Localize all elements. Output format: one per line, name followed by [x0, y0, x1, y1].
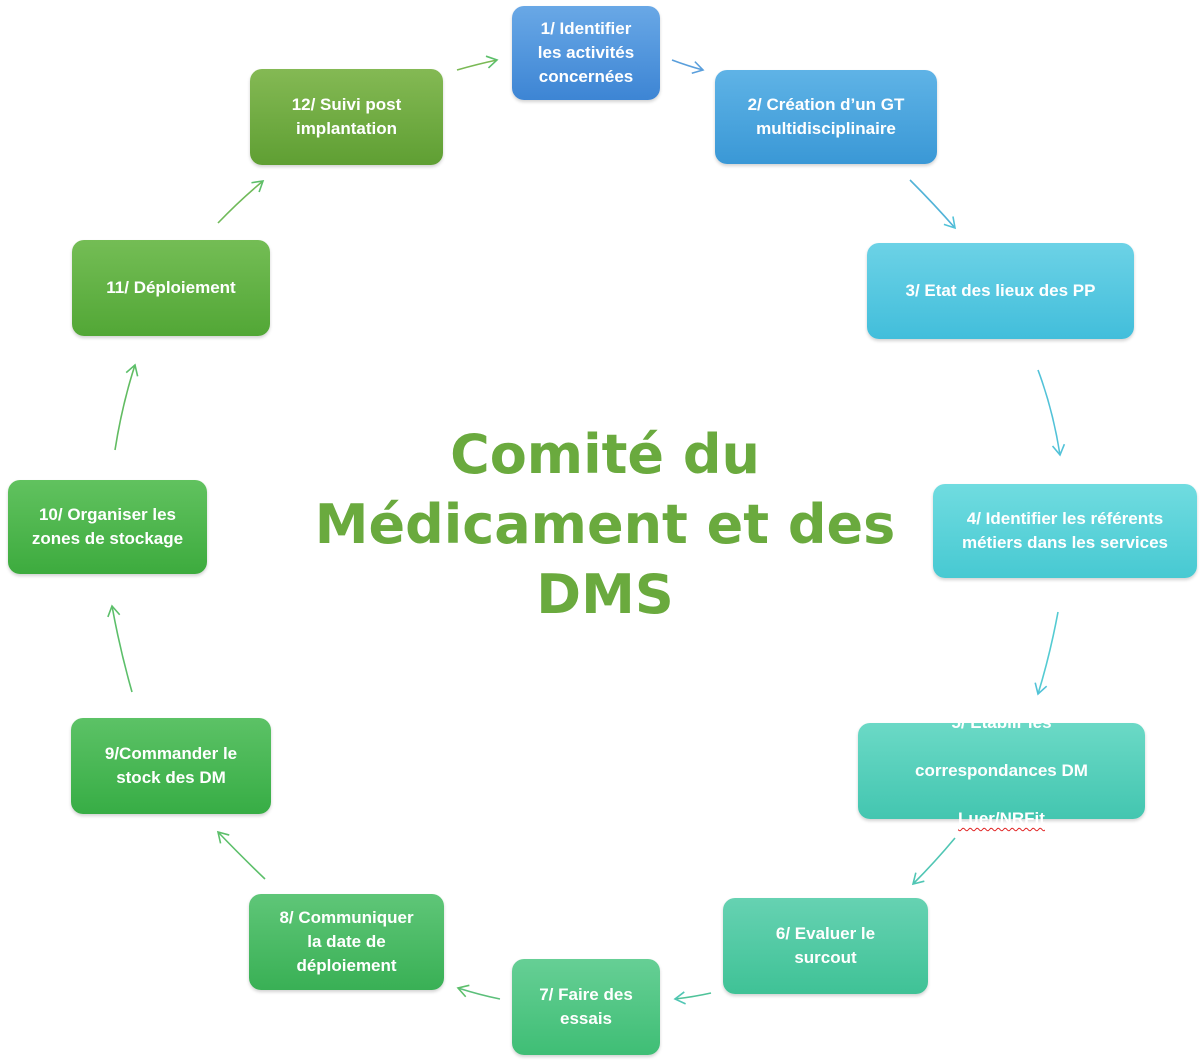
- arrow-8-to-9: [216, 830, 266, 880]
- step-1-identifier-activites: 1/ Identifier les activités concernées: [512, 6, 660, 100]
- step-12-suivi-post-implantation: 12/ Suivi post implantation: [250, 69, 443, 165]
- arrow-9-to-10: [107, 604, 133, 693]
- step-4-identifier-referents: 4/ Identifier les référents métiers dans…: [933, 484, 1197, 578]
- arrow-3-to-4: [1037, 369, 1066, 457]
- step-2-creation-gt: 2/ Création d’un GT multidisciplinaire: [715, 70, 937, 164]
- step-11-deploiement: 11/ Déploiement: [72, 240, 270, 336]
- diagram-title: Comité du Médicament et des DMS: [314, 423, 896, 626]
- step-5-line-2: correspondances DM: [915, 761, 1088, 780]
- arrow-1-to-2: [671, 59, 705, 74]
- step-7-faire-essais: 7/ Faire des essais: [512, 959, 660, 1055]
- arrow-6-to-7: [673, 991, 712, 1005]
- step-9-commander-stock: 9/Commander le stock des DM: [71, 718, 271, 814]
- arrow-7-to-8: [456, 984, 501, 1000]
- arrow-10-to-11: [114, 363, 139, 451]
- arrow-11-to-12: [217, 180, 265, 224]
- step-5-line-3: Luer/NRFit: [958, 809, 1045, 828]
- arrow-4-to-5: [1034, 611, 1059, 696]
- arrow-2-to-3: [909, 179, 957, 230]
- arrow-12-to-1: [456, 55, 499, 71]
- arrow-5-to-6: [911, 837, 956, 886]
- step-6-evaluer-surcout: 6/ Evaluer le surcout: [723, 898, 928, 994]
- step-3-etat-des-lieux: 3/ Etat des lieux des PP: [867, 243, 1134, 339]
- step-5-etablir-correspondances: 5/ Etablir les correspondances DM Luer/N…: [858, 713, 1145, 828]
- step-5-line-1: 5/ Etablir les: [951, 713, 1052, 732]
- step-8-communiquer-date: 8/ Communiquer la date de déploiement: [249, 894, 444, 990]
- step-10-organiser-stockage: 10/ Organiser les zones de stockage: [8, 480, 207, 574]
